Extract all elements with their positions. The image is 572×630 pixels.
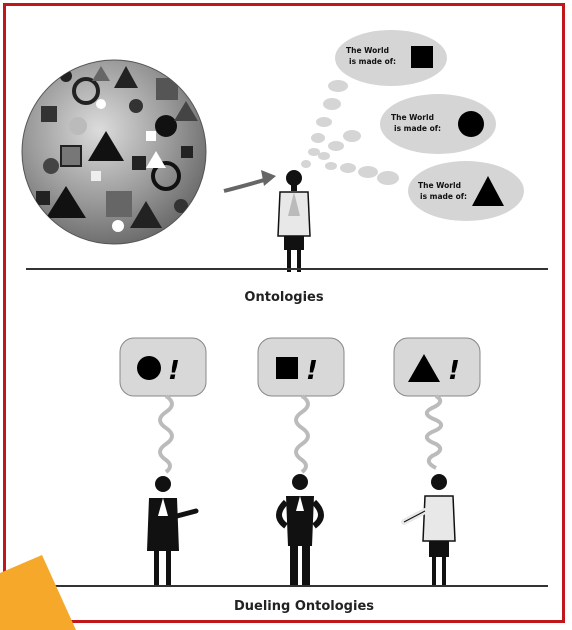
circle-shape-icon	[458, 111, 484, 137]
ontology-illustration: The World is made of: The World is made …	[21, 30, 548, 614]
bubble-tail-3	[424, 394, 444, 470]
bubble-line2: is made of:	[394, 124, 441, 133]
bubble-line2: is made of:	[349, 57, 396, 66]
bubble-line1: The World	[346, 46, 389, 55]
world-sphere	[21, 59, 207, 245]
thought-bubble-triangle: The World is made of:	[408, 161, 524, 221]
arrow-to-thinker	[223, 170, 276, 193]
bubble-line2: is made of:	[420, 192, 467, 201]
circle-shape-icon	[137, 356, 161, 380]
exclamation-mark: !	[306, 356, 318, 386]
thought-bubble-square: The World is made of:	[335, 30, 447, 86]
dueling-figure-woman-suit	[147, 476, 199, 585]
square-shape-icon	[276, 357, 298, 379]
bottom-caption: Dueling Ontologies	[234, 599, 374, 614]
exclamation-mark: !	[448, 356, 460, 386]
triangle-shape-icon	[408, 354, 440, 382]
exclaim-bubble-circle: !	[119, 337, 207, 397]
figure-frame: The World is made of: The World is made …	[3, 3, 565, 623]
thought-trail	[301, 80, 399, 185]
thinker-figure	[277, 170, 311, 272]
bubble-tail-1	[158, 394, 174, 474]
triangle-shape-icon	[472, 176, 504, 206]
thought-bubble-circle: The World is made of:	[380, 94, 496, 154]
exclaim-bubble-square: !	[257, 337, 345, 397]
bubble-line1: The World	[391, 113, 434, 122]
corner-page-tab[interactable]	[0, 555, 80, 630]
exclaim-bubble-triangle: !	[393, 337, 481, 397]
bubble-line1: The World	[418, 181, 461, 190]
dueling-figure-man	[276, 474, 324, 586]
exclamation-mark: !	[168, 356, 180, 386]
bubble-tail-2	[294, 394, 310, 474]
dueling-figure-woman-jacket	[401, 474, 456, 585]
square-shape-icon	[411, 46, 433, 68]
top-caption: Ontologies	[244, 290, 323, 305]
